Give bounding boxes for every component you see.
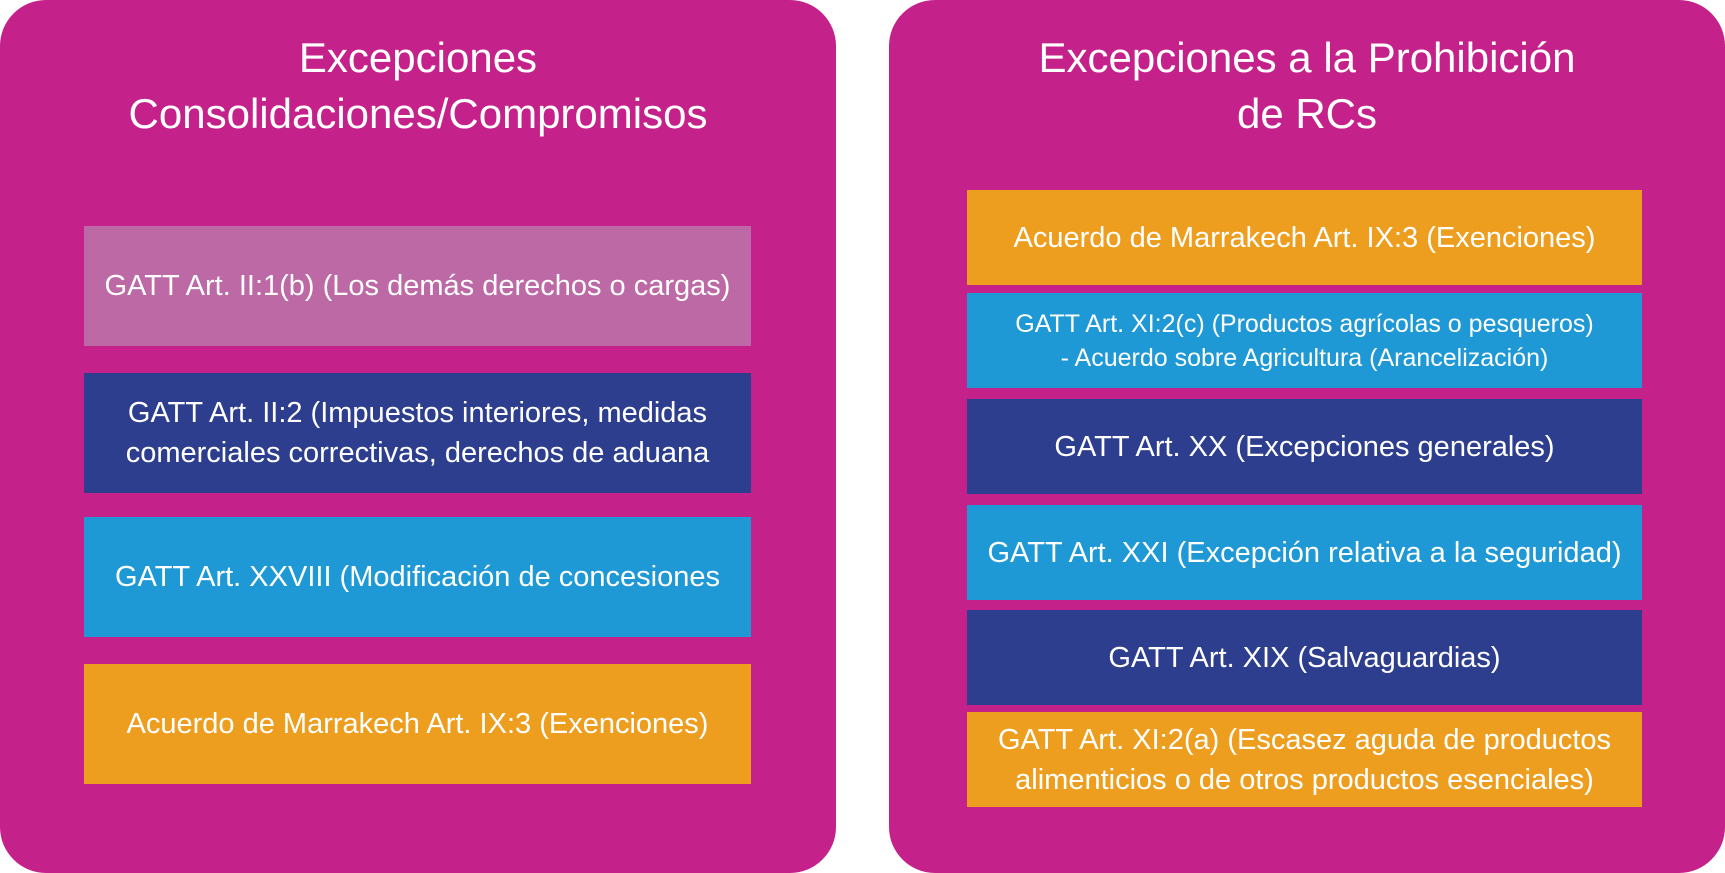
right-title-line-1: Excepciones a la Prohibición <box>1038 34 1576 81</box>
left-box-marrakech-ix-3: Acuerdo de Marrakech Art. IX:3 (Exencion… <box>84 664 751 784</box>
left-title-line-1: Excepciones <box>298 34 538 81</box>
right-title-line-2: de RCs <box>1236 90 1378 137</box>
right-box-2-line-2: - Acuerdo sobre Agricultura (Arancelizac… <box>1060 343 1549 372</box>
left-title-line-2: Consolidaciones/Compromisos <box>128 90 708 137</box>
right-box-marrakech-ix-3: Acuerdo de Marrakech Art. IX:3 (Exencion… <box>967 190 1642 285</box>
left-box-3-text: GATT Art. XXVIII (Modificación de conces… <box>115 561 720 593</box>
left-box-2-line-2: comerciales correctivas, derechos de adu… <box>125 437 710 469</box>
right-panel: Excepciones a la Prohibición de RCs Acue… <box>889 0 1725 873</box>
right-box-2-line-1: GATT Art. XI:2(c) (Productos agrícolas o… <box>1015 309 1594 338</box>
right-box-gatt-xi-2c: GATT Art. XI:2(c) (Productos agrícolas o… <box>967 293 1642 388</box>
left-box-gatt-ii-2: GATT Art. II:2 (Impuestos interiores, me… <box>84 373 751 493</box>
left-panel: Excepciones Consolidaciones/Compromisos … <box>0 0 836 873</box>
left-box-1-text: GATT Art. II:1(b) (Los demás derechos o … <box>104 270 731 302</box>
right-box-4-text: GATT Art. XXI (Excepción relativa a la s… <box>987 536 1622 569</box>
right-box-gatt-xxi: GATT Art. XXI (Excepción relativa a la s… <box>967 505 1642 600</box>
right-box-6-line-2: alimenticios o de otros productos esenci… <box>1015 763 1594 796</box>
right-panel-title: Excepciones a la Prohibición de RCs <box>889 30 1725 142</box>
left-box-2-line-1: GATT Art. II:2 (Impuestos interiores, me… <box>127 397 708 429</box>
right-box-gatt-xx: GATT Art. XX (Excepciones generales) <box>967 399 1642 494</box>
right-box-gatt-xi-2a: GATT Art. XI:2(a) (Escasez aguda de prod… <box>967 712 1642 807</box>
left-box-gatt-ii-1b: GATT Art. II:1(b) (Los demás derechos o … <box>84 226 751 346</box>
right-box-gatt-xix: GATT Art. XIX (Salvaguardias) <box>967 610 1642 705</box>
left-box-4-text: Acuerdo de Marrakech Art. IX:3 (Exencion… <box>126 708 709 740</box>
right-box-6-line-1: GATT Art. XI:2(a) (Escasez aguda de prod… <box>997 723 1612 756</box>
left-panel-title: Excepciones Consolidaciones/Compromisos <box>0 30 836 142</box>
left-box-gatt-xxviii: GATT Art. XXVIII (Modificación de conces… <box>84 517 751 637</box>
right-box-1-text: Acuerdo de Marrakech Art. IX:3 (Exencion… <box>1013 221 1596 254</box>
right-box-5-text: GATT Art. XIX (Salvaguardias) <box>1108 641 1501 674</box>
right-box-3-text: GATT Art. XX (Excepciones generales) <box>1054 430 1555 463</box>
